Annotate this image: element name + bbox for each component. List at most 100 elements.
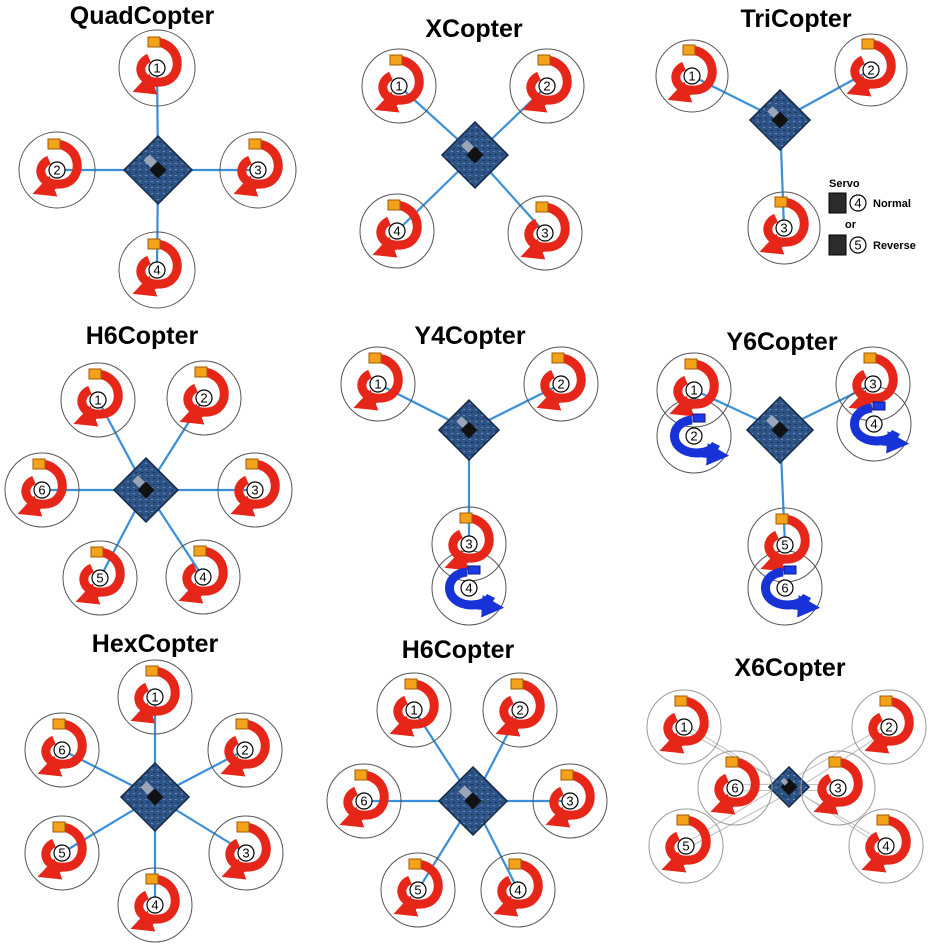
diagram-9-motor-6-ring — [697, 750, 773, 826]
diagram-2-motor-1-prop-swirl — [378, 55, 424, 105]
diagram-8-motor-4-prop-tip — [508, 858, 522, 870]
diagram-6-motor-1-prop-arrow — [669, 395, 698, 417]
diagram-9-motor-4-ring — [848, 808, 924, 884]
diagram-1-board-chip — [149, 161, 167, 179]
diagram-7-motor-6-prop — [37, 718, 87, 777]
diagram-7-motor-2-prop-tip — [235, 718, 249, 730]
diagram-8-motor-4-prop — [493, 858, 543, 917]
diagram-9-motor-5-prop-tip — [676, 814, 690, 826]
diagram-5-motor-1-label: 1 — [374, 377, 381, 392]
diagram-8-motor-2-ring — [482, 672, 558, 748]
diagram-1-motor-4-label: 4 — [153, 263, 160, 278]
diagram-4-motor-3-prop-tip — [245, 458, 259, 470]
diagram-4-motor-5-prop-arrow — [75, 583, 104, 605]
diagram-7-motor-2-ring — [207, 712, 283, 788]
diagram-6-board — [745, 395, 815, 465]
diagram-7-board-chip — [146, 788, 164, 806]
servo-normal-ring — [849, 194, 867, 212]
diagram-4-motor-2-prop-swirl — [183, 367, 229, 417]
diagram-7-motor-6-prop-arrow — [37, 755, 66, 777]
diagram-6-motor-1-prop-swirl — [673, 359, 719, 409]
diagram-7-motor-5-prop — [37, 821, 87, 880]
diagram-5-motor-3-prop-tip — [459, 512, 473, 524]
diagram-4-motor-3-label: 3 — [251, 483, 258, 498]
diagram-4-board — [112, 456, 180, 524]
diagram-4-motor-1-prop-tip — [88, 368, 102, 380]
diagram-4-motor-5-ring — [62, 540, 138, 616]
diagram-4-title: H6Copter — [86, 322, 199, 350]
diagram-1-motor-4-prop-tip — [147, 238, 161, 250]
diagram-8-motor-5-prop-tip — [408, 858, 422, 870]
diagram-8-motor-5-ring — [380, 852, 456, 928]
diagram-9-motor-1-ring — [646, 689, 722, 765]
diagram-4-motor-4-label: 4 — [199, 570, 206, 585]
diagram-2-motor-2-prop — [522, 54, 572, 113]
diagram-6-board-chip — [771, 421, 789, 439]
diagram-4-motor-2-label: 2 — [200, 391, 207, 406]
servo-heading: Servo — [829, 178, 860, 190]
diagram-8-motor-6-prop-arrow — [339, 806, 368, 828]
diagram-4-motor-2-badge — [195, 389, 213, 407]
diagram-8-motor-6-prop — [339, 769, 389, 828]
diagram-6-motor-1-badge — [685, 381, 703, 399]
diagram-4-motor-3-prop-swirl — [234, 459, 280, 509]
diagram-8-motor-6-ring — [326, 763, 402, 839]
diagram-7-motor-4-ring — [117, 867, 193, 943]
diagram-3-motor-1-prop-arrow — [667, 81, 696, 103]
diagram-9-motor-2-prop-tip — [879, 695, 893, 707]
servo-reverse-label: Reverse — [873, 240, 916, 252]
diagram-5-board-connector — [456, 416, 468, 428]
diagram-6-motor-6-prop — [761, 565, 821, 618]
diagram-2-motor-2-badge — [538, 77, 556, 95]
diagram-2-board — [440, 120, 510, 190]
diagram-7-motor-1-ring — [117, 659, 193, 735]
diagram-2-motor-2-prop-arrow — [522, 91, 551, 113]
diagram-2-motor-4-badge — [388, 222, 406, 240]
diagram-1-motor-3-label: 3 — [254, 163, 261, 178]
diagram-2-motor-3-prop-swirl — [524, 202, 570, 252]
diagram-7-motor-3-label: 3 — [242, 846, 249, 861]
diagram-7-motor-6-label: 6 — [58, 743, 65, 758]
diagram-7-motor-2-prop-arrow — [220, 755, 249, 777]
diagram-7-motor-2-prop — [220, 718, 270, 777]
diagram-3-motor-2-badge — [862, 61, 880, 79]
diagram-7-motor-5-label: 5 — [58, 846, 65, 861]
diagram-6-motor-3-prop — [848, 352, 898, 411]
diagram-7-motor-4-prop — [130, 873, 180, 932]
servo-legend: Servo 4 Normal or 5 Reverse — [828, 178, 916, 256]
diagram-9-motor-5-badge — [677, 837, 695, 855]
diagram-8-motor-4-badge — [509, 881, 527, 899]
diagram-6-motor-2-badge — [685, 427, 703, 445]
diagram-6-motor-6-prop-tip — [783, 565, 797, 575]
diagram-2-motor-4-prop-arrow — [372, 236, 401, 258]
diagram-1-motor-2-prop-tip — [47, 138, 61, 150]
diagram-6-motor-4-prop — [850, 401, 910, 454]
diagram-6-motor-6-badge — [776, 579, 794, 597]
diagram-9-motor-4-prop — [861, 814, 911, 873]
diagram-2-motor-1-label: 1 — [395, 79, 402, 94]
diagram-9-motor-2-prop-arrow — [864, 732, 893, 754]
diagram-5-motor-4-prop-arrow — [476, 595, 505, 618]
diagram-3-motor-2-ring — [834, 33, 908, 107]
diagram-5-motor-4-label: 4 — [465, 581, 472, 596]
diagram-8-motor-2-prop-arrow — [495, 715, 524, 737]
diagram-3-motor-2-prop-swirl — [850, 39, 896, 89]
diagram-5-board — [437, 398, 501, 462]
diagram-9-motor-5-prop-swirl — [665, 815, 711, 865]
diagram-4-motor-3-badge — [246, 481, 264, 499]
diagram-3-motor-3-badge — [775, 219, 793, 237]
diagram-8-motor-2-prop-swirl — [499, 679, 545, 729]
diagram-8-motor-1-prop-arrow — [389, 715, 418, 737]
diagram-8-motor-3-label: 3 — [566, 794, 573, 809]
diagram-8-motor-4-prop-arrow — [493, 895, 522, 917]
diagram-1-title: QuadCopter — [70, 2, 215, 30]
diagram-8-motor-3-prop-tip — [560, 769, 574, 781]
diagram-1-motor-2-label: 2 — [53, 163, 60, 178]
diagram-9-motor-3-prop — [813, 756, 863, 815]
diagram-1-motor-2-badge — [48, 161, 66, 179]
diagram-9-motor-3-prop-tip — [828, 756, 842, 768]
diagram-3-board — [748, 88, 812, 152]
diagram-9-motor-1-label: 1 — [680, 720, 687, 735]
diagram-4-board-connector — [132, 475, 145, 488]
